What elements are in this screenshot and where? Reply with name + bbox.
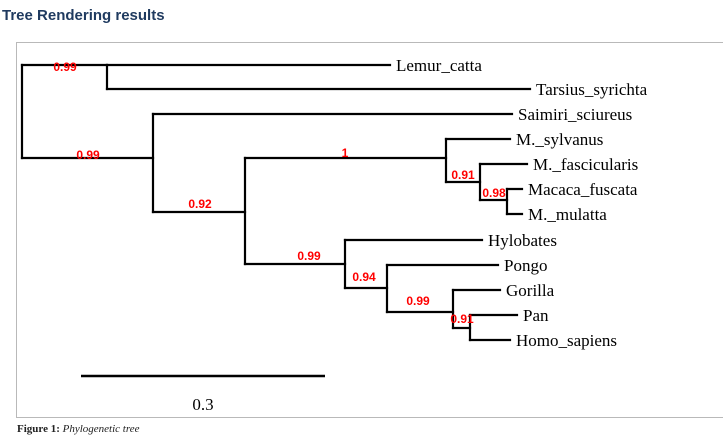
phylogenetic-tree: Lemur_cattaTarsius_syrichtaSaimiri_sciur… <box>20 56 648 414</box>
support-value: 0.94 <box>352 270 376 284</box>
taxon-label: M._mulatta <box>528 205 607 224</box>
support-value: 0.92 <box>188 197 212 211</box>
taxon-label: Pongo <box>504 256 547 275</box>
scale-bar-label: 0.3 <box>192 395 213 414</box>
taxon-label: M._sylvanus <box>516 130 603 149</box>
support-value: 0.91 <box>451 168 475 182</box>
taxon-label: Saimiri_sciureus <box>518 105 632 124</box>
taxon-label: Macaca_fuscata <box>528 180 638 199</box>
taxon-label: Pan <box>523 306 549 325</box>
page-title: Tree Rendering results <box>2 7 165 24</box>
figure-caption-label: Figure 1: <box>17 423 60 435</box>
figure-caption-text: Phylogenetic tree <box>62 423 140 435</box>
support-value: 0.98 <box>482 186 506 200</box>
support-value: 1 <box>342 146 349 160</box>
figure-caption: Figure 1: Phylogenetic tree <box>17 423 140 435</box>
taxon-label: Gorilla <box>506 281 555 300</box>
support-value: 0.91 <box>450 312 474 326</box>
taxon-label: M._fascicularis <box>533 155 638 174</box>
support-value: 0.99 <box>53 60 77 74</box>
taxon-label: Homo_sapiens <box>516 331 617 350</box>
taxon-label: Tarsius_syrichta <box>536 80 648 99</box>
taxon-label: Lemur_catta <box>396 56 482 75</box>
taxon-label: Hylobates <box>488 231 557 250</box>
support-value: 0.99 <box>406 294 430 308</box>
tree-panel <box>16 42 723 418</box>
support-value: 0.99 <box>76 148 100 162</box>
support-value: 0.99 <box>297 249 321 263</box>
